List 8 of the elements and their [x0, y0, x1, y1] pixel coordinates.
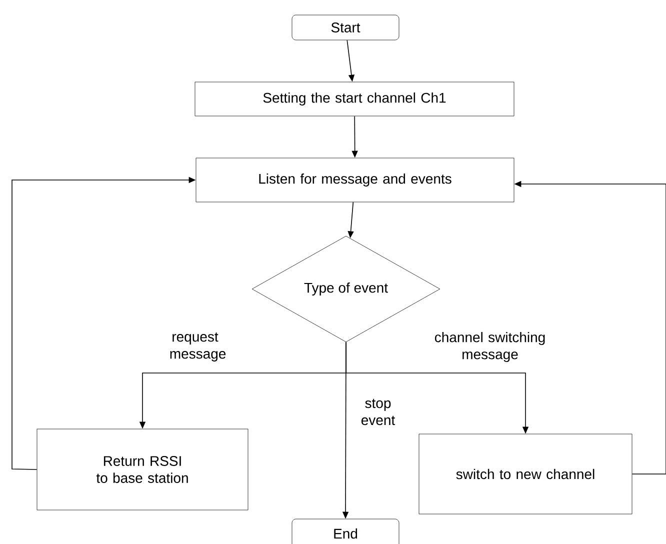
process-box: switch to new channel — [418, 434, 632, 514]
terminal-box: End — [292, 518, 400, 544]
edge-label: request message — [168, 332, 226, 362]
process-box: Setting the start channel Ch1 — [194, 82, 514, 116]
terminal-box: Start — [292, 14, 400, 40]
process-box: Listen for message and events — [196, 158, 514, 202]
process-box: Return RSSI to base station — [36, 428, 248, 510]
edge-label: stop event — [357, 398, 399, 426]
